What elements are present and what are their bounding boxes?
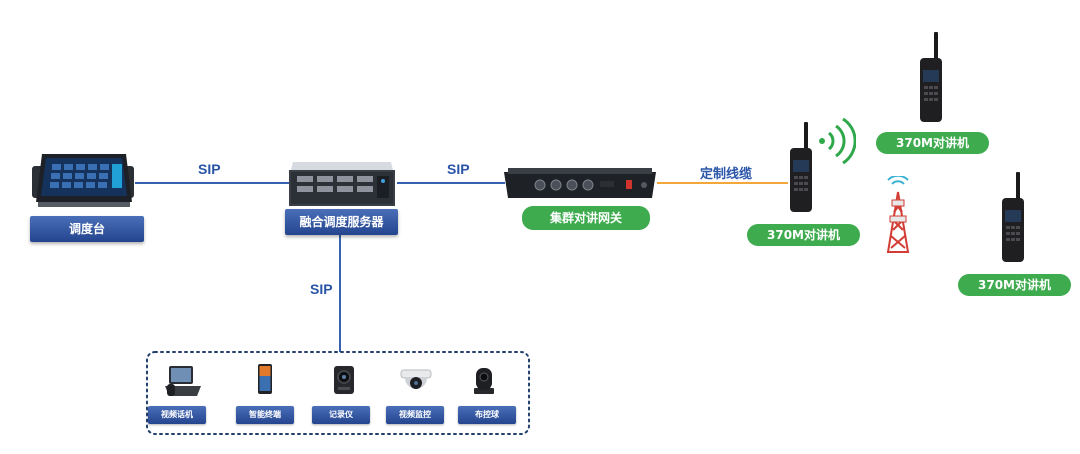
terminals-group-border — [146, 351, 530, 435]
radio-tower-icon — [886, 176, 910, 253]
dome-camera-icon — [400, 369, 432, 389]
console-label: 调度台 — [30, 216, 144, 242]
radio-top-icon — [920, 32, 942, 122]
terminal-label-video-phone: 视频话机 — [148, 406, 206, 424]
ptz-ball-camera-icon — [474, 368, 494, 394]
body-camera-icon — [334, 366, 354, 394]
link-label-gateway-radio: 定制线缆 — [700, 166, 753, 181]
gateway-icon — [504, 168, 656, 198]
signal-waves-icon — [819, 117, 856, 165]
gateway-label: 集群对讲网关 — [522, 206, 650, 230]
video-phone-icon — [165, 366, 201, 396]
link-label-server-gateway: SIP — [447, 161, 470, 177]
radio-bottom-icon — [1002, 172, 1024, 262]
server-label: 融合调度服务器 — [285, 209, 398, 235]
terminal-label-body-camera: 记录仪 — [312, 406, 370, 424]
smartphone-icon — [258, 364, 272, 394]
radio-top-label: 370M对讲机 — [876, 132, 989, 154]
terminal-label-ptz-camera: 布控球 — [458, 406, 516, 424]
radio-bottom-label: 370M对讲机 — [958, 274, 1071, 296]
server-icon — [289, 162, 395, 206]
radio-center-icon — [790, 122, 812, 212]
dispatch-console-icon — [32, 154, 134, 207]
radio-center-label: 370M对讲机 — [747, 224, 860, 246]
terminal-label-smartphone: 智能终端 — [236, 406, 294, 424]
link-label-console-server: SIP — [198, 161, 221, 177]
link-label-server-terminals: SIP — [310, 281, 333, 297]
terminal-label-dome-camera: 视频监控 — [386, 406, 444, 424]
